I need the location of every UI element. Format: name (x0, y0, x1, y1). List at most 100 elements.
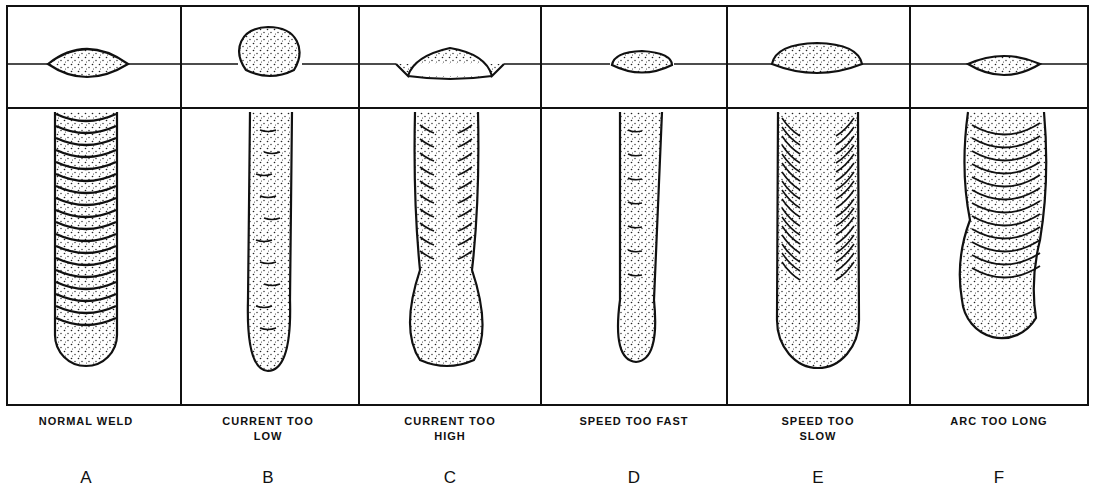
bead-ripple (264, 152, 280, 154)
bead-ripple (972, 266, 1040, 278)
bead-ripple (56, 186, 116, 193)
bead-ripple (256, 240, 272, 242)
panel-letter: D (614, 468, 654, 488)
bead-ripple (458, 125, 472, 133)
bead-ripple (56, 306, 116, 313)
bead-ripple (260, 328, 276, 330)
bead-ripple (972, 162, 1040, 174)
bead-ripple (628, 274, 642, 276)
bead-ripple (56, 114, 116, 121)
bead-ripple (836, 145, 854, 163)
bead-ripple (836, 217, 854, 235)
bead-ripple (56, 318, 116, 325)
bead-ripple (458, 139, 472, 147)
bead-ripple (628, 154, 642, 156)
bead-ripple (56, 198, 116, 205)
bead-ripple (260, 130, 276, 132)
bead-ripple (56, 258, 116, 265)
bead-ripple (458, 251, 472, 259)
bead-ripple (782, 199, 800, 217)
bead-ripple (782, 208, 800, 226)
bead-ripple (420, 251, 434, 259)
bead-ripple (782, 118, 800, 136)
bead-ripple (56, 294, 116, 301)
bead-ripple (420, 139, 434, 147)
bead-ripple (836, 253, 854, 271)
bead-ripple (972, 214, 1040, 226)
bead-ripple (972, 227, 1040, 239)
bead-ripple (782, 172, 800, 190)
bead-ripple (836, 163, 854, 181)
panel-caption: SPEED TOO FAST (579, 414, 689, 429)
bead-ripple (420, 181, 434, 189)
bead-ripple (628, 178, 642, 180)
bead-ripple (782, 235, 800, 253)
bead-ripple (836, 118, 854, 136)
panel-letter: C (430, 468, 470, 488)
bead-ripple (56, 270, 116, 277)
panel-caption: CURRENT TOO LOW (213, 414, 323, 444)
panel-letter: B (248, 468, 288, 488)
bead-ripple (836, 235, 854, 253)
bead-ripple (836, 136, 854, 154)
bead-ripple (972, 149, 1040, 161)
bead-ripple (836, 208, 854, 226)
bead-ripple (628, 202, 642, 204)
bead-ripple (56, 246, 116, 253)
bead-ripple (56, 126, 116, 133)
bead-ripple (782, 154, 800, 172)
bead-ripple (56, 174, 116, 181)
bead-ripple (836, 199, 854, 217)
bead-ripple (836, 262, 854, 280)
bead-ripple (260, 196, 276, 198)
panel-caption: ARC TOO LONG (944, 414, 1054, 429)
bead-ripple (972, 136, 1040, 148)
bead-ripple (972, 123, 1040, 135)
bead-ripple (56, 162, 116, 169)
bead-ripple (836, 181, 854, 199)
bead-ripple (420, 237, 434, 245)
bead-ripple (56, 222, 116, 229)
bead-ripple (458, 153, 472, 161)
bead-ripple (264, 284, 280, 286)
panel-caption: CURRENT TOO HIGH (395, 414, 505, 444)
bead-ripple (420, 195, 434, 203)
bead-ripple (836, 226, 854, 244)
bead-ripple (782, 181, 800, 199)
bead-ripple (972, 175, 1040, 187)
bead-ripple (782, 217, 800, 235)
bead-ripple (264, 218, 280, 220)
bead-ripple (782, 136, 800, 154)
bead-ripple (56, 234, 116, 241)
bead-ripple (836, 244, 854, 262)
bead-ripple (972, 253, 1040, 265)
bead-ripple (782, 127, 800, 145)
bead-ripple (836, 190, 854, 208)
bead-ripple (458, 181, 472, 189)
bead-ripple (420, 125, 434, 133)
bead-ripple (256, 306, 272, 308)
bead-ripple (782, 262, 800, 280)
bead-ripple (458, 167, 472, 175)
bead-ripple (256, 174, 272, 176)
bead-ripple (836, 127, 854, 145)
bead-ripple (628, 130, 642, 132)
panel-letter: A (66, 468, 106, 488)
bead-ripple (782, 226, 800, 244)
bead-ripple (972, 188, 1040, 200)
bead-ripple (420, 167, 434, 175)
bead-ripple (458, 237, 472, 245)
panel-caption: NORMAL WELD (31, 414, 141, 429)
bead-ripple (458, 209, 472, 217)
bead-ripple (782, 253, 800, 271)
bead-ripple (782, 244, 800, 262)
bead-ripple (972, 201, 1040, 213)
bead-ripple (420, 153, 434, 161)
panel-letter: F (979, 468, 1019, 488)
panel-letter: E (798, 468, 838, 488)
bead-ripple (56, 138, 116, 145)
panel-frame (7, 6, 1088, 405)
bead-ripple (628, 226, 642, 228)
bead-ripple (782, 163, 800, 181)
